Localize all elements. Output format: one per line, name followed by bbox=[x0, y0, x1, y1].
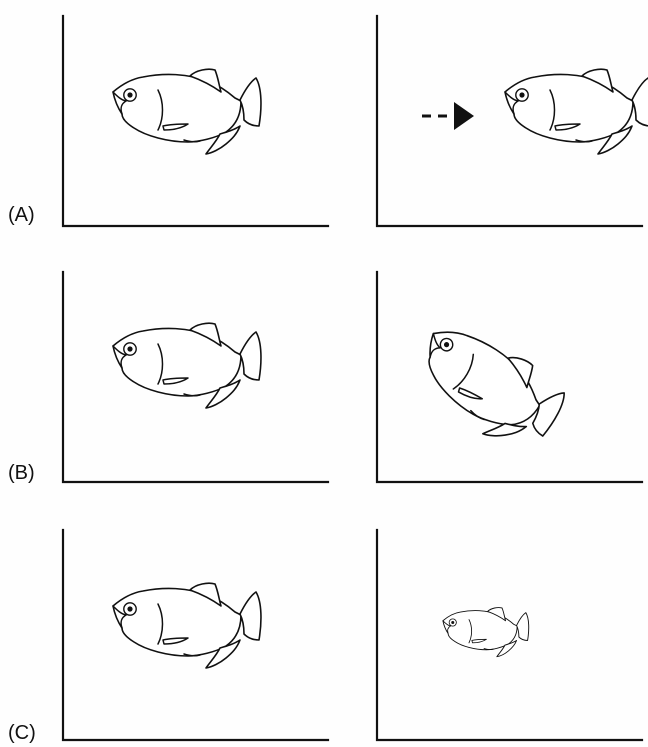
fish-icon bbox=[113, 323, 261, 408]
panel-c-original bbox=[60, 528, 334, 744]
panel-b-original bbox=[60, 270, 334, 486]
panel-c-scaled bbox=[374, 528, 648, 744]
panel-a-original bbox=[60, 14, 334, 230]
panel-a-translated bbox=[374, 14, 648, 230]
fish-icon bbox=[113, 583, 261, 668]
fish-icon bbox=[505, 69, 648, 154]
fish-icon bbox=[443, 608, 529, 657]
dashed-arrow-icon bbox=[422, 102, 474, 130]
row-label-b: (B) bbox=[8, 462, 35, 485]
fish-icon bbox=[402, 314, 573, 461]
row-label-a: (A) bbox=[8, 204, 35, 227]
panel-b-rotated bbox=[374, 270, 648, 486]
row-label-c: (C) bbox=[8, 722, 36, 745]
fish-icon bbox=[113, 69, 261, 154]
